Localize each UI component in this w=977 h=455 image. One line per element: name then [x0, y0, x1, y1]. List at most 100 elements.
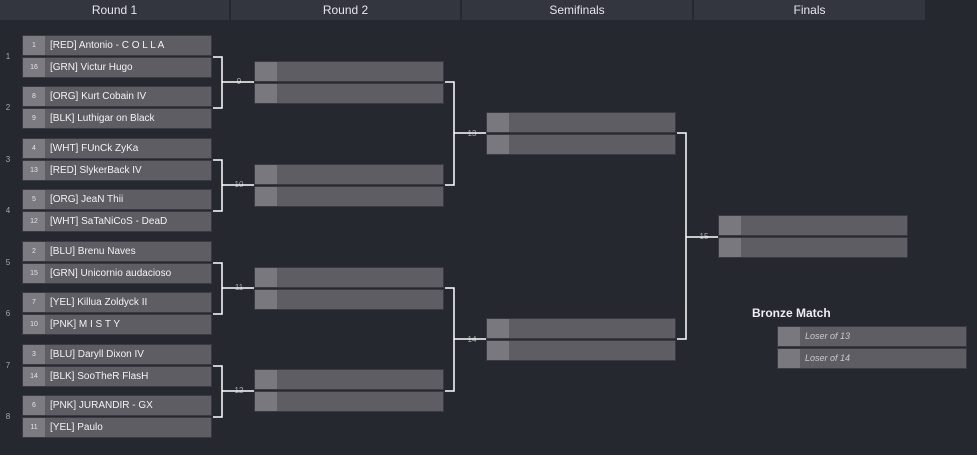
match-10 — [254, 164, 444, 208]
player-slot[interactable]: 1 [RED] Antonio - C O L L A — [22, 35, 212, 56]
seed-badge — [778, 349, 800, 368]
player-slot[interactable] — [254, 289, 444, 310]
header-round-1: Round 1 — [0, 0, 229, 20]
player-slot[interactable]: 8[ORG] Kurt Cobain IV — [22, 86, 212, 107]
bronze-match-title: Bronze Match — [752, 306, 831, 320]
player-name: [BLU] Daryll Dixon IV — [50, 349, 144, 360]
match-number: 6 — [5, 309, 11, 318]
player-name: [WHT] FUnCk ZyKa — [50, 143, 139, 154]
player-slot[interactable]: 2[BLU] Brenu Naves — [22, 241, 212, 262]
player-slot[interactable] — [718, 215, 908, 236]
match-11 — [254, 267, 444, 311]
player-slot[interactable]: 7 [YEL] Killua Zoldyck II — [22, 292, 212, 313]
player-name: [RED] Antonio - C O L L A — [50, 40, 165, 51]
seed-badge: 9 — [23, 109, 45, 128]
seed-badge: 3 — [23, 345, 45, 364]
match-number: 7 — [5, 361, 11, 370]
match-2: 8[ORG] Kurt Cobain IV 9 [BLK] Luthigar on… — [22, 86, 212, 130]
seed-badge — [487, 113, 509, 132]
player-slot[interactable]: 11 [YEL] Paulo — [22, 417, 212, 438]
player-slot[interactable]: Loser of 14 — [777, 348, 967, 369]
player-slot[interactable]: 15[GRN] Unicornio audacioso — [22, 263, 212, 284]
seed-badge — [778, 327, 800, 346]
player-slot[interactable] — [254, 186, 444, 207]
seed-badge: 16 — [23, 58, 45, 77]
seed-badge: 7 — [23, 293, 45, 312]
match-number: 14 — [467, 335, 477, 344]
player-slot[interactable]: 9 [BLK] Luthigar on Black — [22, 108, 212, 129]
player-slot[interactable] — [254, 267, 444, 288]
player-name: [ORG] JeaN Thii — [50, 194, 124, 205]
match-12 — [254, 369, 444, 413]
match-7: 3 [BLU] Daryll Dixon IV 14 [BLK] SooTheR F… — [22, 344, 212, 388]
player-name: [ORG] Kurt Cobain IV — [50, 91, 147, 102]
player-name: [PNK] JURANDIR - GX — [50, 400, 153, 411]
player-slot[interactable]: 12[WHT] SaTaNiCoS - DeaD — [22, 211, 212, 232]
match-number: 11 — [234, 283, 244, 292]
placeholder-label: Loser of 13 — [805, 331, 851, 341]
match-4: 5 [ORG] JeaN Thii 12[WHT] SaTaNiCoS - Dea… — [22, 189, 212, 233]
match-3: 4 [WHT] FUnCk ZyKa 13 [RED] SlykerBack IV — [22, 138, 212, 182]
seed-badge: 13 — [23, 161, 45, 180]
player-slot[interactable]: 4 [WHT] FUnCk ZyKa — [22, 138, 212, 159]
seed-badge: 1 — [23, 36, 45, 55]
match-number: 8 — [5, 412, 11, 421]
player-slot[interactable] — [486, 112, 676, 133]
seed-badge: 14 — [23, 367, 45, 386]
seed-badge — [255, 370, 277, 389]
match-5: 2[BLU] Brenu Naves 15[GRN] Unicornio aud… — [22, 241, 212, 285]
player-slot[interactable] — [254, 164, 444, 185]
seed-badge — [719, 238, 741, 257]
match-1: 1 [RED] Antonio - C O L L A 16 [GRN] Victu… — [22, 35, 212, 79]
player-slot[interactable]: 6 [PNK] JURANDIR - GX — [22, 395, 212, 416]
player-slot[interactable] — [254, 369, 444, 390]
player-slot[interactable]: Loser of 13 — [777, 326, 967, 347]
seed-badge — [255, 392, 277, 411]
seed-badge: 15 — [23, 264, 45, 283]
seed-badge — [487, 341, 509, 360]
player-slot[interactable]: 5 [ORG] JeaN Thii — [22, 189, 212, 210]
player-slot[interactable]: 10 [PNK] M I S T Y — [22, 314, 212, 335]
match-13 — [486, 112, 676, 156]
seed-badge: 4 — [23, 139, 45, 158]
match-number: 10 — [234, 180, 244, 189]
seed-badge — [255, 62, 277, 81]
match-9 — [254, 61, 444, 105]
seed-badge — [487, 319, 509, 338]
seed-badge: 10 — [23, 315, 45, 334]
player-slot[interactable] — [486, 318, 676, 339]
seed-badge — [255, 187, 277, 206]
player-slot[interactable]: 13 [RED] SlykerBack IV — [22, 160, 212, 181]
player-slot[interactable]: 16 [GRN] Victur Hugo — [22, 57, 212, 78]
player-slot[interactable]: 3 [BLU] Daryll Dixon IV — [22, 344, 212, 365]
player-name: [YEL] Killua Zoldyck II — [50, 297, 148, 308]
player-name: [BLK] Luthigar on Black — [50, 113, 155, 124]
seed-badge: 6 — [23, 396, 45, 415]
player-name: [PNK] M I S T Y — [50, 319, 121, 330]
player-slot[interactable] — [254, 391, 444, 412]
player-name: [BLK] SooTheR FlasH — [50, 371, 149, 382]
seed-badge — [255, 84, 277, 103]
seed-badge: 11 — [23, 418, 45, 437]
player-slot[interactable] — [254, 83, 444, 104]
player-slot[interactable] — [486, 340, 676, 361]
player-slot[interactable] — [486, 134, 676, 155]
player-slot[interactable] — [254, 61, 444, 82]
match-number: 13 — [467, 129, 477, 138]
player-name: [YEL] Paulo — [50, 422, 103, 433]
match-6: 7 [YEL] Killua Zoldyck II 10 [PNK] M I S T… — [22, 292, 212, 336]
match-number: 5 — [5, 258, 11, 267]
header-round-2: Round 2 — [231, 0, 460, 20]
bronze-match: Loser of 13 Loser of 14 — [777, 326, 967, 370]
match-14 — [486, 318, 676, 362]
match-number: 4 — [5, 206, 11, 215]
player-name: [RED] SlykerBack IV — [50, 165, 142, 176]
match-number: 1 — [5, 52, 11, 61]
player-name: [GRN] Victur Hugo — [50, 62, 133, 73]
player-slot[interactable]: 14 [BLK] SooTheR FlasH — [22, 366, 212, 387]
seed-badge: 5 — [23, 190, 45, 209]
player-slot[interactable] — [718, 237, 908, 258]
seed-badge — [719, 216, 741, 235]
seed-badge: 12 — [23, 212, 45, 231]
header-semifinals: Semifinals — [462, 0, 692, 20]
